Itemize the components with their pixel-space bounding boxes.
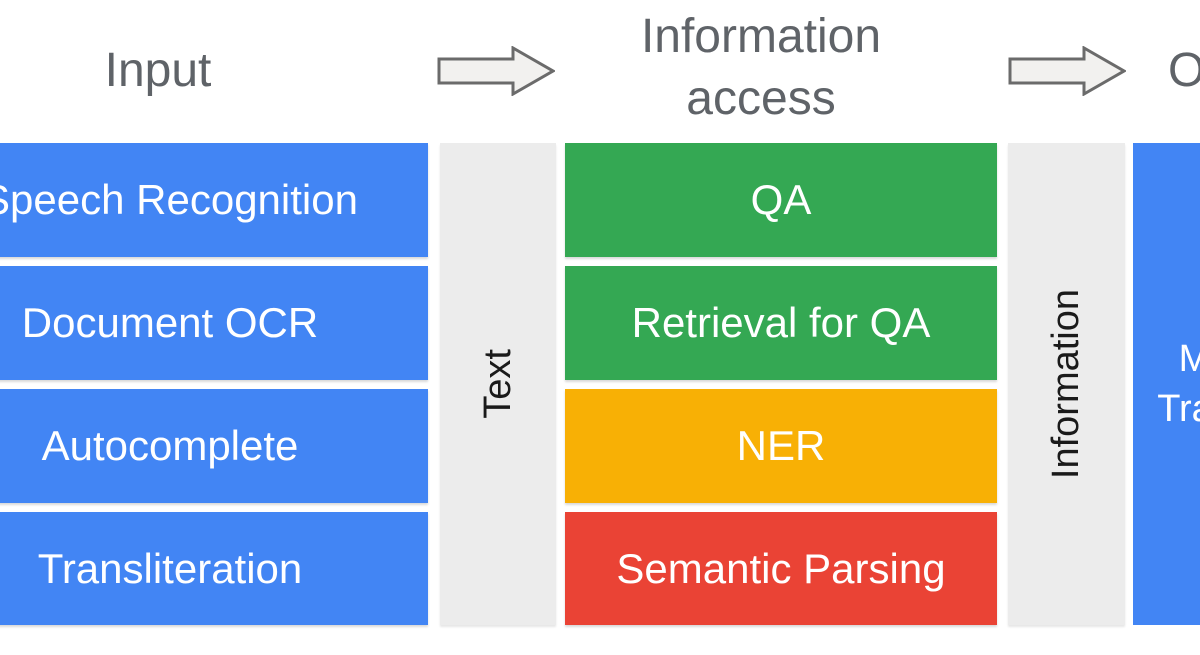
flow-arrow-icon [1008, 46, 1126, 96]
task-box-qa: QA [565, 143, 997, 257]
task-label: QA [750, 176, 812, 223]
task-label: Semantic Parsing [616, 544, 946, 592]
stage-header-output: Output [1168, 44, 1200, 97]
task-label: Retrieval for QA [631, 299, 931, 346]
task-label: Transliteration [37, 544, 303, 592]
task-box-machine-translation: Machine Translation [1133, 143, 1200, 625]
task-box-ner: NER [565, 389, 997, 503]
connector-bar-text-label: Text [476, 349, 519, 419]
task-label: Machine Translation [1157, 338, 1200, 430]
stage-header-information-access: Information access [640, 10, 882, 125]
stage-header-input: Input [104, 44, 212, 97]
task-box-speech-recognition: Speech Recognition [0, 143, 428, 257]
task-box-autocomplete: Autocomplete [0, 389, 428, 503]
task-label: NER [736, 422, 826, 469]
task-label: Autocomplete [41, 422, 299, 469]
task-label: Document OCR [21, 299, 319, 346]
task-box-retrieval-for-qa: Retrieval for QA [565, 266, 997, 380]
connector-bar-information: Information [1008, 143, 1125, 625]
connector-bar-information-label: Information [1045, 288, 1087, 480]
flow-arrow-icon [437, 46, 555, 96]
task-box-document-ocr: Document OCR [0, 266, 428, 380]
task-label: Speech Recognition [0, 176, 358, 223]
task-box-semantic-parsing: Semantic Parsing [565, 512, 997, 625]
connector-bar-text: Text [440, 143, 556, 625]
task-box-transliteration: Transliteration [0, 512, 428, 625]
